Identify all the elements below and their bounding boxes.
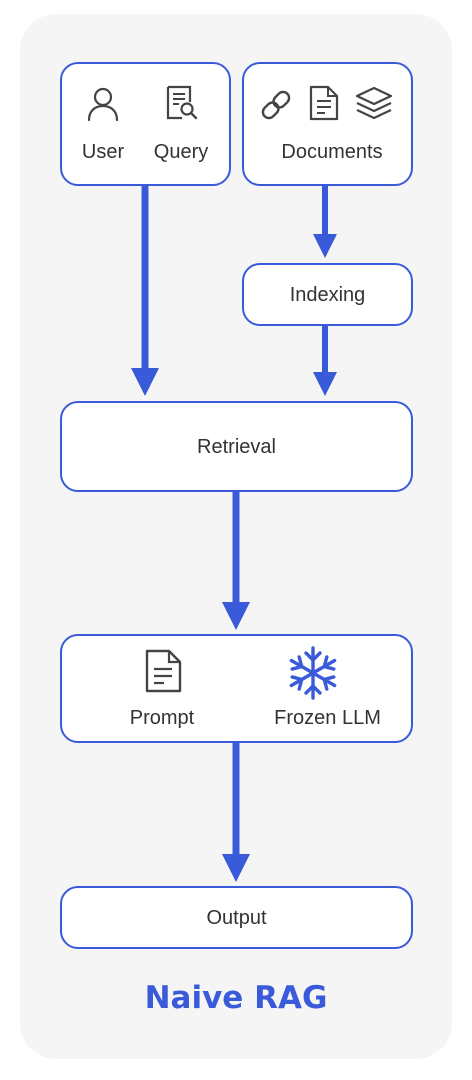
- output-node: [60, 886, 413, 949]
- document-icon: [309, 85, 339, 121]
- indexing-node: [242, 263, 413, 326]
- search-document-icon: [166, 85, 198, 120]
- generation-node: [60, 634, 413, 743]
- indexing-label: Indexing: [289, 284, 366, 306]
- snowflake-icon: [289, 646, 337, 700]
- output-label: Output: [206, 907, 267, 929]
- prompt-document-icon: [145, 649, 182, 693]
- diagram-title: Naive RAG: [144, 980, 328, 1016]
- prompt-label: Prompt: [129, 707, 195, 729]
- user-query-node: [60, 62, 231, 186]
- retrieval-node: [60, 401, 413, 492]
- documents-node: [242, 62, 413, 186]
- query-label: Query: [153, 141, 209, 163]
- layers-icon: [355, 86, 393, 120]
- retrieval-label: Retrieval: [197, 436, 276, 458]
- documents-label: Documents: [281, 141, 383, 163]
- user-icon: [87, 87, 119, 122]
- user-label: User: [81, 141, 125, 163]
- link-icon: [261, 90, 291, 120]
- frozen-llm-label: Frozen LLM: [274, 707, 381, 729]
